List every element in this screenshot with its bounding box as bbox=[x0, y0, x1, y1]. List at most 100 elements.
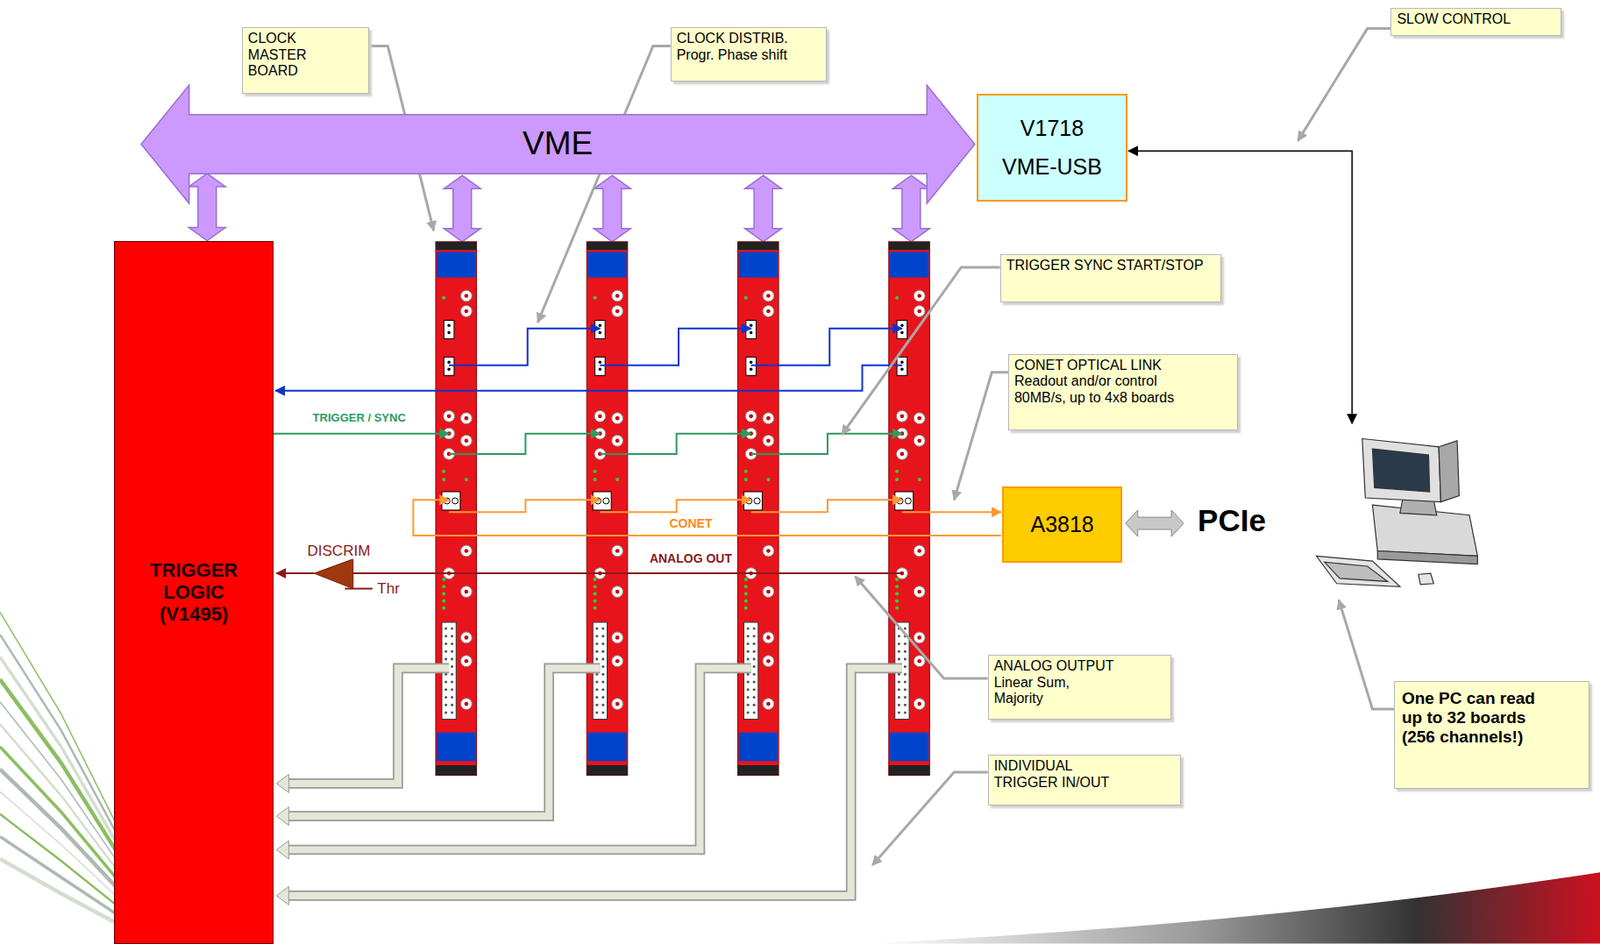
lemo-pin bbox=[766, 293, 771, 299]
status-led bbox=[744, 584, 748, 589]
lemo-connector bbox=[913, 698, 925, 711]
trigger-cable bbox=[287, 668, 751, 850]
cable-arrowhead bbox=[276, 774, 289, 793]
board-panel bbox=[738, 241, 780, 776]
lemo-connector bbox=[913, 655, 925, 668]
header-pin bbox=[753, 673, 756, 676]
lemo-pin bbox=[615, 590, 620, 595]
lemo-connector bbox=[913, 632, 925, 644]
lemo-pin bbox=[766, 590, 771, 595]
threshold-wire bbox=[344, 588, 372, 591]
lemo-connector bbox=[611, 586, 624, 598]
status-led bbox=[592, 598, 597, 603]
header-pin bbox=[450, 650, 454, 654]
status-led bbox=[592, 296, 597, 300]
leader-line bbox=[841, 267, 1000, 435]
lemo-pin bbox=[766, 659, 771, 664]
header-pin bbox=[601, 681, 605, 684]
header-pin bbox=[903, 650, 907, 654]
status-led bbox=[592, 591, 597, 596]
discriminator-symbol bbox=[313, 559, 353, 590]
header-pin bbox=[601, 642, 605, 646]
callout-box: CONET OPTICAL LINKReadout and/or control… bbox=[1008, 354, 1238, 431]
header-pin bbox=[753, 642, 756, 646]
header-pin bbox=[897, 642, 901, 646]
header-pin bbox=[450, 704, 454, 707]
status-led bbox=[744, 598, 748, 603]
header-pin bbox=[753, 688, 756, 691]
header-pin bbox=[746, 634, 750, 638]
pin bbox=[447, 360, 450, 363]
trigger-cable bbox=[287, 668, 903, 896]
lemo-pin bbox=[766, 702, 771, 707]
board-extractor bbox=[436, 732, 476, 762]
header-pin bbox=[746, 688, 750, 691]
lemo-connector bbox=[611, 434, 624, 447]
lemo-pin bbox=[615, 438, 620, 443]
lemo-connector bbox=[762, 632, 775, 644]
callout-box: TRIGGER SYNC START/STOP bbox=[1000, 254, 1223, 303]
callout-box: CLOCK MASTER BOARD bbox=[241, 27, 370, 94]
lemo-connector bbox=[611, 698, 624, 711]
header-pin bbox=[595, 704, 598, 707]
node-heading: One PC can read up to 32 boards (256 cha… bbox=[1401, 689, 1538, 747]
status-led bbox=[441, 577, 446, 582]
lemo-connector bbox=[745, 410, 757, 422]
conet-wire bbox=[902, 511, 1002, 513]
leader-line bbox=[872, 772, 989, 866]
callout-box: SLOW CONTROL bbox=[1390, 7, 1561, 36]
header-pin bbox=[595, 657, 598, 661]
pin bbox=[900, 360, 904, 363]
lemo-connector bbox=[913, 290, 925, 302]
leader-line bbox=[1297, 28, 1391, 142]
lemo-connector bbox=[762, 698, 775, 711]
header-pin bbox=[601, 657, 605, 661]
header-pin bbox=[897, 688, 901, 691]
trigger-box: TRIGGER LOGIC (V1495) bbox=[113, 241, 274, 944]
clock-wire bbox=[599, 328, 751, 366]
lemo-connector bbox=[461, 412, 473, 425]
status-led bbox=[744, 606, 748, 611]
status-led bbox=[895, 598, 899, 603]
lemo-connector bbox=[913, 545, 925, 557]
header-pin bbox=[746, 673, 750, 676]
header-pin bbox=[903, 657, 907, 661]
pin bbox=[598, 368, 602, 371]
callout-box: CLOCK DISTRIB.Progr. Phase shift bbox=[670, 27, 827, 82]
lemo-pin bbox=[766, 438, 771, 443]
status-led bbox=[592, 584, 597, 589]
lemo-connector bbox=[594, 410, 606, 422]
header-pin bbox=[746, 681, 750, 684]
node-heading: A3818 bbox=[1030, 505, 1094, 545]
trigger-cable bbox=[287, 668, 751, 850]
board-extractor bbox=[587, 732, 626, 762]
lemo-pin bbox=[615, 702, 620, 707]
optical-connector bbox=[441, 491, 461, 511]
node-heading: INDIVIDUAL TRIGGER IN/OUT bbox=[994, 758, 1126, 791]
header-pin bbox=[601, 650, 605, 654]
header-pin bbox=[753, 704, 756, 707]
board-handle bbox=[435, 241, 477, 250]
lemo-pin bbox=[766, 416, 771, 421]
pin bbox=[749, 360, 753, 363]
header-pin bbox=[595, 681, 598, 684]
lemo-pin bbox=[615, 659, 620, 664]
status-led bbox=[441, 606, 446, 611]
bus-band: VME bbox=[141, 113, 975, 174]
header-pin bbox=[897, 650, 901, 654]
sync-wire bbox=[273, 433, 449, 435]
lemo-pin bbox=[900, 414, 905, 420]
computer-icon bbox=[1315, 438, 1478, 587]
status-led bbox=[441, 477, 446, 482]
header-pin bbox=[601, 673, 605, 676]
lemo-pin bbox=[917, 438, 922, 443]
keyboard-keys bbox=[1324, 561, 1388, 582]
lemo-pin bbox=[464, 548, 470, 554]
header-pin bbox=[444, 673, 448, 676]
module-box: A3818 bbox=[1002, 486, 1123, 563]
header-pin bbox=[601, 665, 605, 669]
module-box: V1718VME-USB bbox=[976, 93, 1128, 202]
board-handle bbox=[738, 765, 780, 776]
optical-port bbox=[443, 497, 450, 505]
